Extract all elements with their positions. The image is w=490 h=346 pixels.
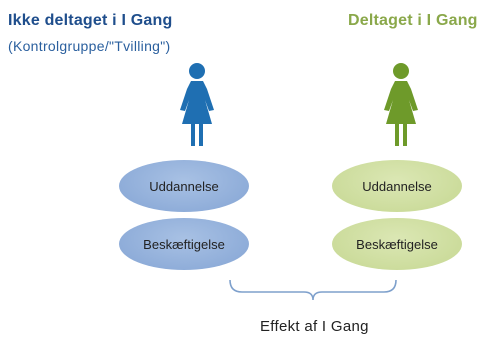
effect-bracket <box>228 278 398 302</box>
right-group-title: Deltaget i I Gang <box>348 12 478 29</box>
left-group-title: Ikke deltaget i I Gang <box>8 12 173 29</box>
left-outcome-employment: Beskæftigelse <box>119 218 249 270</box>
woman-icon-blue <box>172 62 222 148</box>
right-outcome-employment: Beskæftigelse <box>332 218 462 270</box>
left-group-subtitle: (Kontrolgruppe/"Tvilling") <box>8 38 171 54</box>
woman-icon-green <box>376 62 426 148</box>
left-outcome-education: Uddannelse <box>119 160 249 212</box>
effect-label: Effekt af I Gang <box>260 318 369 335</box>
right-outcome-education: Uddannelse <box>332 160 462 212</box>
